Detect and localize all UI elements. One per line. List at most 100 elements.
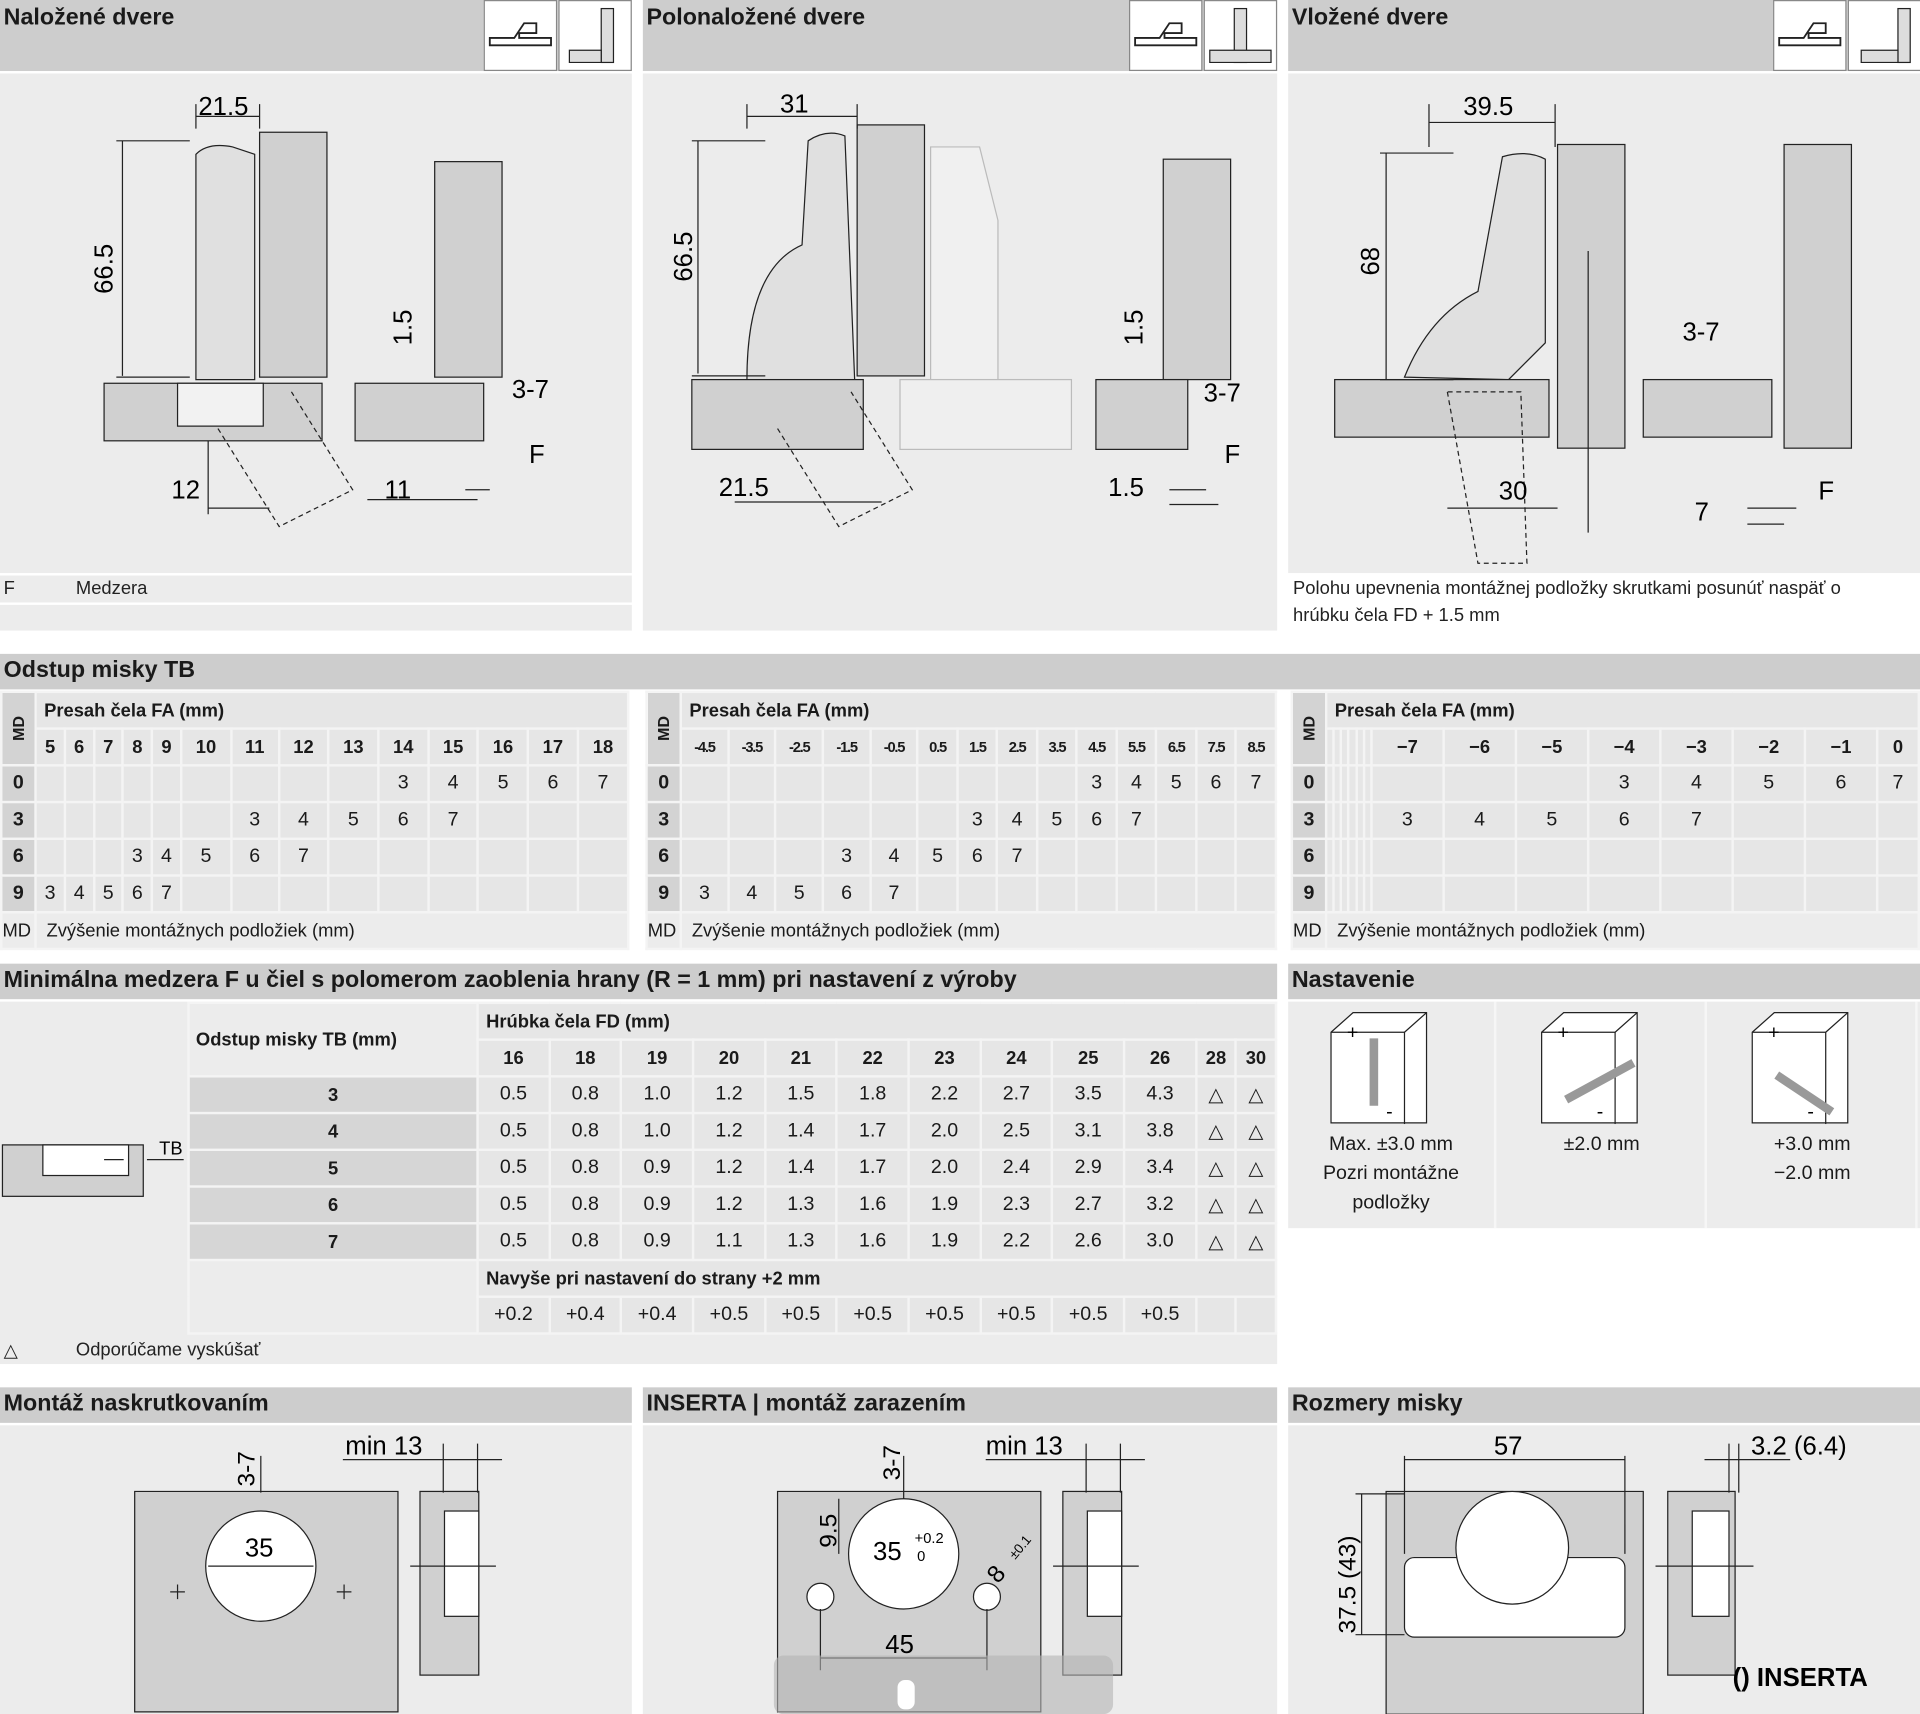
fa-header: Presah čela FA (mm) <box>679 690 1278 730</box>
tb-cell: 3 <box>679 874 730 914</box>
tb-cell <box>1339 764 1350 804</box>
svg-text:39.5: 39.5 <box>1463 93 1513 121</box>
tb-cell <box>63 800 95 841</box>
gap-cell: 0.8 <box>548 1075 623 1115</box>
fd-column-header: 22 <box>835 1038 910 1078</box>
tb-cell <box>1803 800 1879 841</box>
tb-cell: 6 <box>1803 764 1879 804</box>
tb-cell: 4 <box>426 764 480 804</box>
tb-cell: 6 <box>1194 764 1238 804</box>
tb-cell <box>92 800 125 841</box>
tb-cell <box>679 764 730 804</box>
svg-text:66.5: 66.5 <box>670 232 698 282</box>
tb-cell <box>1442 874 1517 914</box>
svg-text:min 13: min 13 <box>345 1433 422 1461</box>
scroll-thumb[interactable] <box>897 1680 915 1710</box>
svg-text:11: 11 <box>384 476 411 504</box>
svg-text:1.5: 1.5 <box>1108 474 1144 502</box>
svg-text:F: F <box>529 441 545 469</box>
tb-diagram: TB <box>1 1138 184 1197</box>
tb-cell: 7 <box>576 764 630 804</box>
tb-cell <box>426 837 480 877</box>
tb-section-title: Odstup misky TB <box>0 653 1920 690</box>
overlay-door-diagram: 21.5 66.5 1.5 3-7 F 12 11 <box>91 93 549 528</box>
gap-cell: 1.8 <box>835 1075 910 1115</box>
tb-cell <box>1362 764 1373 804</box>
svg-text:min 13: min 13 <box>986 1433 1063 1461</box>
tb-cell <box>916 800 959 841</box>
fa-column-header: -3.5 <box>726 727 777 767</box>
fd-column-header: 21 <box>763 1038 838 1078</box>
tb-cell <box>426 874 480 914</box>
caption-text: Medzera <box>75 577 148 599</box>
gap-cell: 2.2 <box>907 1075 982 1115</box>
tb-cell <box>1075 874 1118 914</box>
tb-cell <box>1347 874 1358 914</box>
svg-text:+: + <box>1558 1021 1569 1043</box>
tb-cell <box>1659 874 1734 914</box>
tb-value: 3 <box>187 1075 479 1115</box>
tb-cell <box>1354 800 1365 841</box>
svg-text:45: 45 <box>885 1631 914 1659</box>
tb-cell <box>995 764 1039 804</box>
svg-text:9.5: 9.5 <box>815 1514 842 1548</box>
tb-cell <box>1035 837 1079 877</box>
tb-cell <box>995 874 1039 914</box>
gap-cell: 0.5 <box>476 1075 551 1115</box>
adjust-value: ±2.0 mm <box>1563 1133 1640 1155</box>
tb-cell <box>526 874 580 914</box>
svg-text:() INSERTA: () INSERTA <box>1733 1664 1868 1692</box>
tb-cell: 5 <box>916 837 959 877</box>
tb-cell <box>1586 874 1662 914</box>
tb-cell <box>1370 874 1445 914</box>
scrollbar[interactable] <box>773 1655 1114 1714</box>
md-key: MD <box>0 911 37 951</box>
tb-cell: 5 <box>1035 800 1079 841</box>
tb-cell: 6 <box>377 800 430 841</box>
md-header: MD <box>646 691 681 766</box>
tb-cell <box>1155 800 1198 841</box>
tb-cell <box>1803 837 1879 877</box>
tb-cell: 5 <box>92 874 125 914</box>
tb-cell <box>1875 837 1920 877</box>
tb-cell: 6 <box>1586 800 1662 841</box>
tb-cell <box>1155 837 1198 877</box>
svg-text:66.5: 66.5 <box>91 244 119 294</box>
gap-cell: 3.1 <box>1051 1111 1126 1152</box>
gap-cell: 1.1 <box>691 1222 767 1262</box>
caption-text: Polohu upevnenia montážnej podložky skru… <box>1293 577 1841 626</box>
tb-cell <box>821 800 872 841</box>
fa-column-header: 6 <box>63 727 95 767</box>
gap-cell: △ <box>1194 1148 1238 1188</box>
tb-cell <box>377 874 430 914</box>
tb-cell <box>476 837 530 877</box>
note-text: Odporúčame vyskúšať <box>75 1339 261 1361</box>
fa-column-header <box>1347 727 1358 767</box>
tb-cell <box>679 800 730 841</box>
gap-cell: △ <box>1194 1185 1238 1225</box>
gap-cell: 1.4 <box>763 1111 838 1152</box>
tb-cell <box>1155 874 1198 914</box>
tb-cell <box>1324 837 1335 877</box>
gap-cell: 2.7 <box>1051 1185 1126 1225</box>
tb-cell: 4 <box>150 837 183 877</box>
md-value: 0 <box>645 764 683 804</box>
fa-column-header: 4.5 <box>1075 727 1118 767</box>
caption-key: F <box>3 577 15 599</box>
gap-cell: 2.5 <box>979 1111 1054 1152</box>
tb-cell <box>34 800 66 841</box>
fa-column-header: 5 <box>34 727 66 767</box>
md-value: 9 <box>1290 874 1328 914</box>
md-value: 0 <box>1290 764 1328 804</box>
tb-cell <box>869 800 919 841</box>
fa-column-header: 17 <box>526 727 580 767</box>
md-header: MD <box>1291 691 1327 766</box>
svg-text:TB: TB <box>159 1138 182 1159</box>
gap-table: Odstup misky TB (mm)Hrúbka čela FD (mm)1… <box>187 1001 1278 1335</box>
gap-cell: △ <box>1234 1222 1278 1262</box>
fa-header: Presah čela FA (mm) <box>1324 690 1920 730</box>
